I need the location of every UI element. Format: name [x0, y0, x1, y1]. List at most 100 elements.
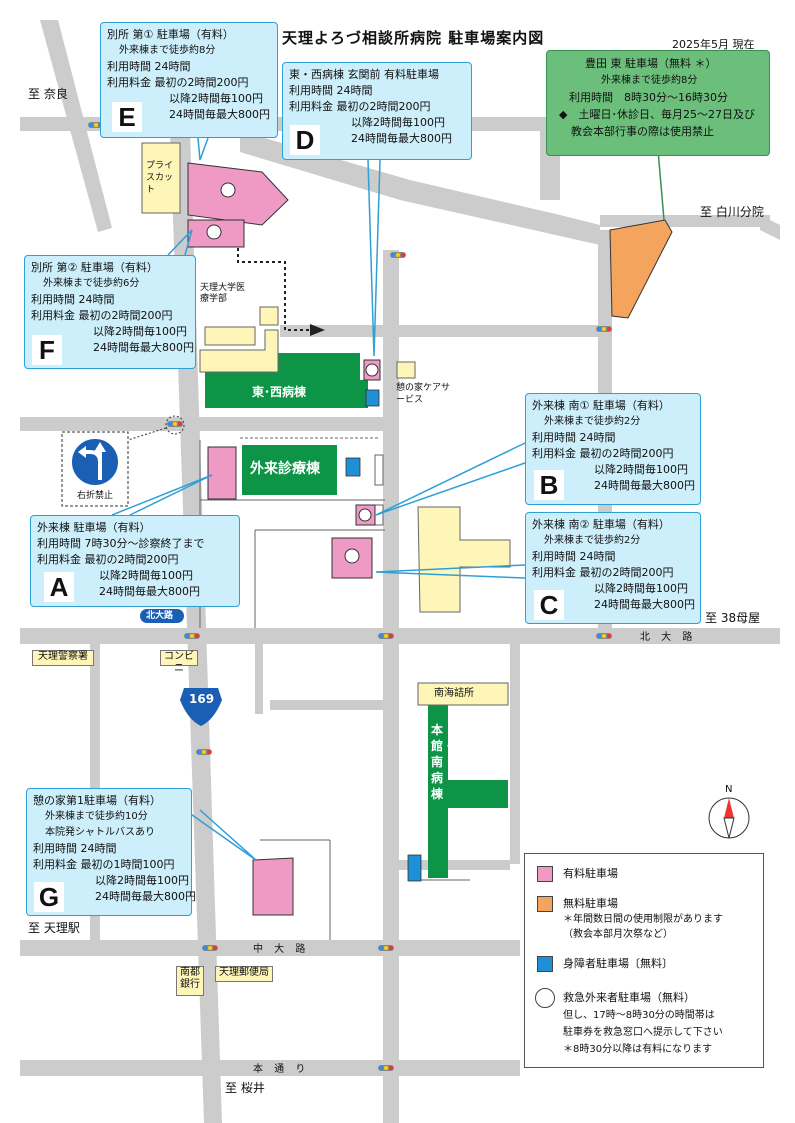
legend-free: 無料駐車場 [563, 897, 618, 910]
route-arrow [310, 324, 325, 336]
lot-e-fee1: 利用料金 最初の2時間200円 [107, 76, 249, 89]
road-nakaoji [20, 940, 520, 956]
nankai-building [417, 682, 509, 706]
lot-f-info-box: 別所 第② 駐車場（有料） 外来棟まで徒歩約6分 利用時間 24時間 利用料金 … [24, 255, 196, 369]
outpatient-building [242, 445, 337, 495]
lot-g-fee2: 以降2時間毎100円 [95, 874, 189, 887]
lot-a [207, 446, 237, 500]
nankai-label: 南海詰所 [434, 688, 474, 699]
lot-b-walk: 外来棟まで徒歩約2分 [544, 416, 641, 427]
callout-lines [111, 137, 526, 861]
univ-label: 天理大学医療学部 [200, 283, 246, 304]
lot-d-letter: D [290, 125, 320, 155]
lot-e-fee3: 24時間毎最大800円 [169, 108, 270, 121]
legend-emergency-icon [535, 988, 555, 1008]
lot-e-title: 別所 第① 駐車場（有料） [107, 28, 234, 41]
lot-c-fee3: 24時間毎最大800円 [594, 598, 695, 611]
hospital-buildings [205, 353, 508, 878]
lot-c-letter: C [534, 590, 564, 620]
main-building [428, 705, 508, 878]
lot-f-fee2: 以降2時間毎100円 [93, 325, 187, 338]
lot-a-title: 外来棟 駐車場（有料） [37, 521, 151, 534]
road-west-main [170, 130, 222, 1123]
lot-d-fee1: 利用料金 最初の2時間200円 [289, 100, 431, 113]
legend-em-note2: 駐車券を救急窓口へ提示して下さい [563, 1027, 723, 1038]
kitaoji-sign-bg [140, 609, 184, 623]
lot-f-letter: F [32, 335, 62, 365]
disabled-lots [345, 389, 422, 882]
legend-em-note3: ＊8時30分以降は有料になります [563, 1044, 713, 1055]
dir-tenri-station: 至 天理駅 [28, 921, 80, 935]
dir-moya: 至 38母屋 [705, 611, 761, 625]
lot-f [187, 219, 245, 248]
road-univ [280, 325, 600, 337]
dir-nara: 至 奈良 [28, 87, 68, 101]
konbini-label: コンビニ [160, 650, 198, 674]
ikoi-care-label: 憩の家ケアサービス [396, 383, 451, 405]
police-label: 天理警察署 [32, 650, 94, 666]
lot-g-walk: 外来棟まで徒歩約10分 [45, 811, 148, 822]
lot-toyoda-hours: 利用時間 8時30分～16時30分 [569, 91, 728, 104]
lot-c-fee2: 以降2時間毎100円 [594, 582, 688, 595]
lot-b-fee1: 利用料金 最初の2時間200円 [532, 447, 674, 460]
dir-shirakawa: 至 白川分院 [700, 205, 764, 219]
outpatient-label: 外来診療棟 [250, 461, 320, 477]
lot-d-title: 東・西病棟 玄関前 有料駐車場 [289, 68, 439, 81]
legend-free-note2: （教会本部月次祭など） [563, 929, 673, 940]
paid-lots [187, 162, 381, 916]
price-cut-label: プライスカット [146, 161, 174, 195]
walk-route [237, 248, 310, 331]
road-hondori [20, 1060, 520, 1076]
lot-a-fee1: 利用料金 最初の2時間200円 [37, 553, 179, 566]
lot-g [252, 857, 294, 916]
lot-toyoda-walk: 外来棟まで徒歩約8分 [601, 75, 698, 86]
emergency-marks [206, 182, 379, 564]
lot-b-letter: B [534, 470, 564, 500]
lot-c-walk: 外来棟まで徒歩約2分 [544, 535, 641, 546]
legend-disabled: 身障者駐車場〔無料〕 [563, 957, 673, 970]
legend-emergency: 救急外来者駐車場（無料） [563, 991, 695, 1004]
lot-f-hours: 利用時間 24時間 [31, 293, 115, 306]
legend: 有料駐車場 無料駐車場 ＊年間数日間の使用制限があります （教会本部月次祭など）… [524, 853, 764, 1068]
road-sw-2 [255, 644, 263, 714]
lot-e-walk: 外来棟まで徒歩約8分 [119, 45, 216, 56]
date-label: 2025年5月 現在 [672, 38, 755, 51]
page-title: 天理よろづ相談所病院 駐車場案内図 [282, 29, 545, 47]
legend-paid-swatch [537, 866, 553, 882]
green-callout-line [657, 149, 665, 221]
legend-em-note1: 但し、17時～8時30分の時間帯は [563, 1010, 715, 1021]
road-label-nakaoji: 中 大 路 [253, 944, 310, 955]
lot-a-letter: A [44, 572, 74, 602]
lot-g-fee3: 24時間毎最大800円 [95, 890, 196, 903]
ikoi-care-building [396, 361, 416, 379]
road-mid-west [20, 417, 390, 431]
lot-c-title: 外来棟 南② 駐車場（有料） [532, 518, 670, 531]
lot-f-title: 別所 第② 駐車場（有料） [31, 261, 158, 274]
univ-2 [259, 306, 279, 326]
lot-f-walk: 外来棟まで徒歩約6分 [43, 278, 140, 289]
route-169-shield [180, 688, 222, 726]
nanto-bank-label: 南都銀行 [176, 966, 204, 996]
lot-e-hours: 利用時間 24時間 [107, 60, 191, 73]
lot-toyoda [609, 219, 673, 319]
road-label-kitaoji: 北 大 路 [640, 632, 697, 643]
lot-g-hours: 利用時間 24時間 [33, 842, 117, 855]
lot-toyoda-note1: ◆ 土曜日･休診日、毎月25～27日及び [559, 108, 755, 121]
south-building [417, 506, 511, 613]
lot-e-fee2: 以降2時間毎100円 [169, 92, 263, 105]
road-central [383, 250, 399, 1123]
lot-e [187, 162, 289, 226]
price-cut-building [141, 142, 181, 214]
lot-toyoda-info-box: 豊田 東 駐車場（無料 ＊） 外来棟まで徒歩約8分 利用時間 8時30分～16時… [546, 50, 770, 156]
no-right-turn-label: 右折禁止 [77, 491, 114, 501]
kitaoji-sign-label: 北大路 [146, 611, 174, 621]
lot-e-letter: E [112, 102, 142, 132]
lot-b-hours: 利用時間 24時間 [532, 431, 616, 444]
lot-g-letter: G [34, 882, 64, 912]
legend-paid: 有料駐車場 [563, 867, 618, 880]
road-south-1 [270, 700, 390, 710]
lot-d-hours: 利用時間 24時間 [289, 84, 373, 97]
lot-a-hours: 利用時間 7時30分～診察終了まで [37, 537, 205, 550]
